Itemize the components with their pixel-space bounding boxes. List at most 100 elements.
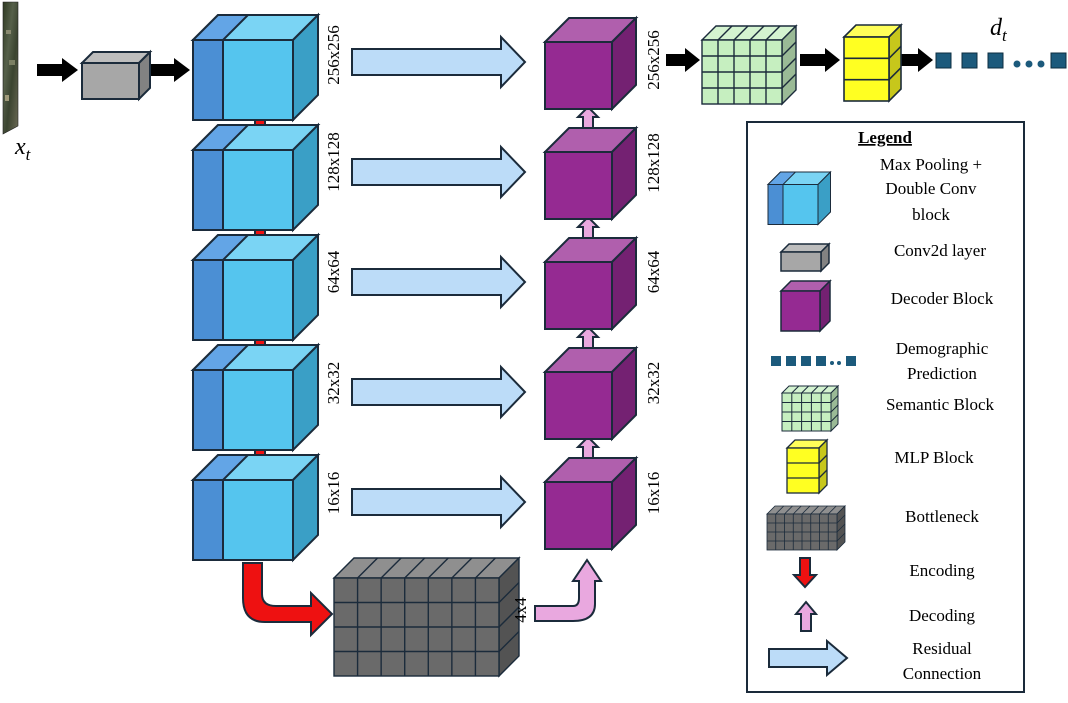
grid-line <box>791 385 800 394</box>
legend-semantic-icon <box>780 384 840 433</box>
encoder-block <box>766 170 832 226</box>
mlp-block <box>842 23 903 103</box>
legend-prediction-dot <box>830 361 834 365</box>
prediction-square <box>1050 52 1067 69</box>
output-arrow <box>666 48 700 72</box>
side-face <box>888 23 902 103</box>
legend-prediction-square <box>771 356 781 366</box>
top-face <box>780 385 840 394</box>
bottleneck-size-label: 4x4 <box>511 597 530 623</box>
grid-line <box>733 25 749 41</box>
legend-decoder-icon <box>779 279 832 333</box>
front-face <box>544 151 613 220</box>
grid-line <box>830 414 839 422</box>
encoder-block <box>190 452 321 563</box>
decoder-size-label: 32x32 <box>644 362 663 405</box>
grid-line <box>836 523 846 533</box>
residual-arrow <box>351 474 527 530</box>
residual-arrow <box>351 144 527 200</box>
decoding-arrow <box>575 105 601 129</box>
front-face <box>544 41 613 110</box>
residual-arrow <box>351 364 527 420</box>
front-face <box>780 290 821 332</box>
top-face <box>700 25 798 41</box>
grid-line <box>888 67 902 81</box>
grid-line <box>888 45 902 59</box>
legend-prediction-square <box>801 356 811 366</box>
decoder-block <box>542 15 639 112</box>
decoding-arrow <box>575 325 601 349</box>
grid-line <box>836 514 846 524</box>
legend-title: Legend <box>858 128 912 147</box>
prediction-dot <box>1013 60 1021 68</box>
prediction-square <box>987 52 1004 69</box>
encoder-block <box>190 12 321 123</box>
legend-conv2d-label: Conv2d layer <box>894 241 986 260</box>
legend-demographic-label: Prediction <box>907 364 977 383</box>
front-face <box>786 447 820 494</box>
top-face <box>332 557 521 579</box>
legend-mlp-label: MLP Block <box>894 448 974 467</box>
decoding-arrow <box>575 215 601 239</box>
legend-decoding-label: Decoding <box>909 606 976 625</box>
grid-line <box>784 505 793 515</box>
grid-line <box>451 557 473 579</box>
front-face <box>544 371 613 440</box>
legend-prediction-square <box>816 356 826 366</box>
grid-line <box>498 631 520 652</box>
grid-line <box>827 505 837 515</box>
decoding-arrow <box>575 435 601 459</box>
decoder-block <box>542 125 639 222</box>
decoder-block <box>542 455 639 552</box>
grid-line <box>830 395 839 403</box>
grid-line <box>818 454 828 464</box>
input-arrow <box>37 58 78 82</box>
legend-residual-label: Connection <box>903 664 982 683</box>
grid-line <box>781 57 797 73</box>
encoder-block <box>190 122 321 233</box>
grid-line <box>781 73 797 89</box>
legend-decoding-icon <box>793 600 819 632</box>
decoder-size-label: 64x64 <box>644 250 663 293</box>
grid-line <box>811 385 819 394</box>
legend-residual-label: Residual <box>912 639 972 658</box>
grid-line <box>498 606 520 628</box>
prediction-dot <box>1037 60 1045 68</box>
side-face <box>818 438 828 495</box>
output-arrow <box>800 48 840 72</box>
left-front-face <box>192 39 224 121</box>
front-face <box>544 261 613 330</box>
legend-maxpool-label: block <box>912 205 950 224</box>
encoder-size-label: 32x32 <box>324 362 343 405</box>
legend-labels: Max Pooling + Double Conv block Conv2d l… <box>880 155 995 683</box>
legend-encoding-label: Encoding <box>909 561 975 580</box>
legend-maxpool-label: Max Pooling + <box>880 155 982 174</box>
grid-line <box>357 557 379 579</box>
grid-line <box>781 41 797 57</box>
residual-arrow <box>351 34 527 90</box>
legend-bottleneck-icon <box>766 505 846 551</box>
legend-prediction-square <box>846 356 856 366</box>
left-front-face <box>192 259 224 341</box>
grid-line <box>427 557 449 579</box>
encoder-size-label: 16x16 <box>324 472 343 515</box>
legend-conv2d-icon <box>779 242 831 273</box>
residual-arrow <box>351 254 527 310</box>
encoding-arrow-curved <box>242 562 334 638</box>
grid-line <box>749 25 765 41</box>
encoder-size-label: 128x128 <box>324 132 343 192</box>
front-face <box>780 251 822 272</box>
decoder-block <box>542 235 639 332</box>
front-face <box>81 62 140 100</box>
legend-icons <box>766 170 856 678</box>
grid-line <box>819 505 828 515</box>
legend: Legend Max Pooling + Double Conv block C… <box>746 121 1025 693</box>
bottleneck-block <box>332 556 521 678</box>
output-label: dt <box>990 15 1008 45</box>
input-arrow <box>150 58 190 82</box>
left-front-face <box>192 369 224 451</box>
grid-line <box>820 385 829 394</box>
legend-mlp-icon <box>785 438 829 495</box>
legend-semantic-label: Semantic Block <box>886 395 995 414</box>
